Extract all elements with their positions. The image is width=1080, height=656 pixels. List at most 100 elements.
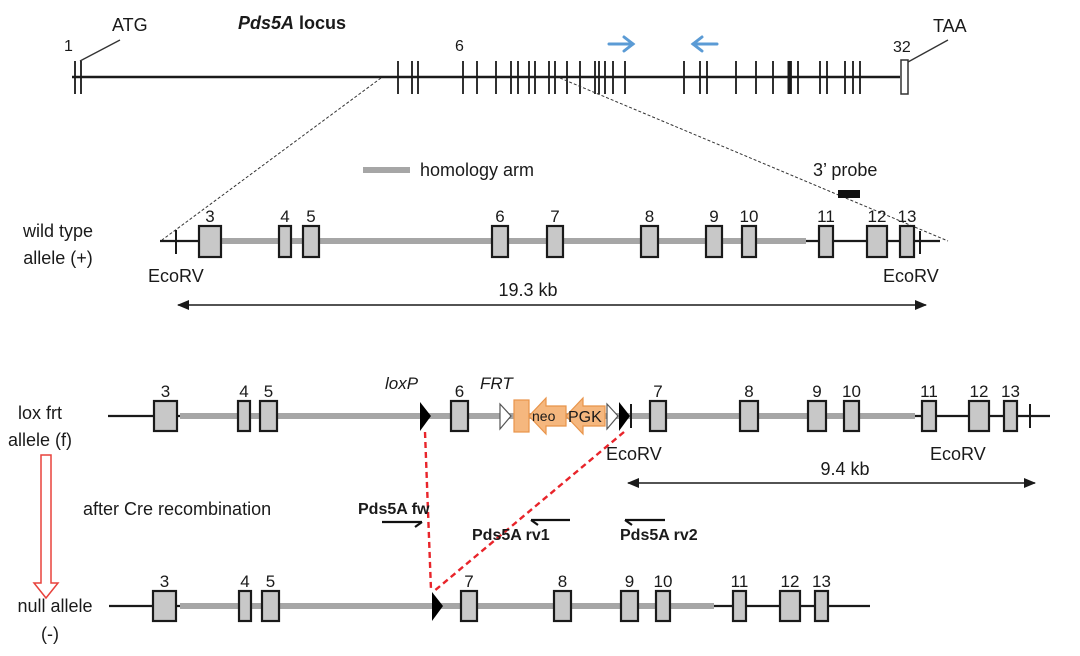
locus-title: Pds5A locus — [238, 13, 346, 33]
wt-ecorv-right: EcoRV — [883, 266, 939, 286]
null-label-2: (-) — [41, 624, 59, 644]
null-exon-4 — [237, 589, 253, 623]
null-exon-11 — [731, 589, 748, 623]
recombination-line-2 — [432, 431, 625, 593]
wt-exon-label-10: 10 — [740, 207, 759, 226]
flox-exon-8 — [738, 399, 760, 433]
primer-rv1-arrow — [530, 518, 570, 526]
null-exon-9 — [619, 589, 640, 623]
blue-forward-arrow — [607, 35, 636, 53]
loxp-label: loxP — [385, 374, 419, 393]
null-loxp-site — [432, 592, 443, 621]
null-exon-label-9: 9 — [625, 572, 634, 591]
wt-exon-label-8: 8 — [645, 207, 654, 226]
wt-exon-6 — [490, 224, 510, 259]
flox-exon-label-8: 8 — [744, 382, 753, 401]
zoom-line-left — [161, 77, 382, 241]
pgk-label: PGK — [568, 409, 602, 426]
flox-exon-10 — [842, 399, 861, 433]
primer-rv1-label: Pds5A rv1 — [472, 527, 550, 544]
null-exon-label-7: 7 — [464, 572, 473, 591]
lox-frt-label-2: allele (f) — [8, 430, 72, 450]
null-exon-5 — [260, 589, 281, 623]
wt-exon-8 — [639, 224, 660, 259]
null-exon-label-11: 11 — [731, 572, 749, 591]
frt-label: FRT — [480, 374, 514, 393]
wt-exon-label-12: 12 — [868, 207, 887, 226]
flox-exon-label-11: 11 — [920, 382, 938, 401]
flox-exon-label-10: 10 — [842, 382, 861, 401]
neo-label: neo — [532, 408, 556, 424]
flox-exon-7 — [648, 399, 668, 433]
flox-exon-label-3: 3 — [161, 382, 170, 401]
flox-exon-9 — [806, 399, 828, 433]
null-label-1: null allele — [17, 596, 92, 616]
flox-exon-label-4: 4 — [239, 382, 248, 401]
wt-exon-label-7: 7 — [550, 207, 559, 226]
flox-exon-label-6: 6 — [455, 382, 464, 401]
wild-type-label-2: allele (+) — [23, 248, 93, 268]
frt-site-2 — [606, 402, 619, 431]
start-codon-label: ATG — [112, 15, 148, 35]
wt-exon-label-6: 6 — [495, 207, 504, 226]
wt-exon-13 — [898, 224, 916, 259]
primer-rv2-label: Pds5A rv2 — [620, 527, 698, 544]
probe-label: 3’ probe — [813, 160, 877, 180]
loxp-site-1 — [420, 402, 431, 431]
exon-1-label: 1 — [64, 38, 73, 55]
primer-fw-arrow — [382, 520, 423, 528]
cassette-box — [513, 399, 530, 433]
null-exon-label-10: 10 — [654, 572, 673, 591]
flox-ecorv-left: EcoRV — [606, 444, 662, 464]
null-exon-label-8: 8 — [558, 572, 567, 591]
wt-exon-10 — [740, 224, 758, 259]
wt-exon-4 — [277, 224, 293, 259]
wt-exon-label-3: 3 — [205, 207, 214, 226]
flox-exon-6 — [449, 399, 470, 433]
flox-exon-3 — [152, 399, 179, 433]
cre-down-arrow — [32, 454, 60, 600]
flox-exon-12 — [967, 399, 991, 433]
atg-pointer — [79, 39, 121, 62]
flox-exon-label-9: 9 — [812, 382, 821, 401]
null-exon-12 — [778, 589, 802, 623]
exon-6-label: 6 — [455, 38, 464, 55]
wt-ecorv-left: EcoRV — [148, 266, 204, 286]
null-exon-label-13: 13 — [812, 572, 831, 591]
wt-exon-11 — [817, 224, 835, 259]
loxp-site-2 — [619, 402, 630, 431]
zoom-line-right — [559, 77, 949, 242]
blue-reverse-arrow — [690, 35, 719, 53]
lox-frt-label-1: lox frt — [18, 403, 62, 423]
legend: homology arm 3’ probe — [363, 160, 877, 198]
flox-fragment-size: 9.4 kb — [820, 459, 869, 479]
wt-exon-3 — [197, 224, 223, 259]
null-exon-label-3: 3 — [160, 572, 169, 591]
flox-exon-label-13: 13 — [1001, 382, 1020, 401]
null-exon-label-4: 4 — [240, 572, 249, 591]
flox-exon-label-7: 7 — [653, 382, 662, 401]
frt-site-1 — [499, 402, 512, 431]
wt-exon-12 — [865, 224, 889, 259]
null-exon-label-5: 5 — [266, 572, 275, 591]
exon-32-label: 32 — [893, 39, 911, 56]
wt-exon-label-5: 5 — [306, 207, 315, 226]
stop-codon-label: TAA — [933, 16, 967, 36]
flox-exon-4 — [236, 399, 252, 433]
taa-pointer — [907, 39, 949, 63]
flox-ecorv-right: EcoRV — [930, 444, 986, 464]
flox-exon-13 — [1002, 399, 1019, 433]
null-exon-10 — [654, 589, 672, 623]
wt-exon-9 — [704, 224, 724, 259]
null-exon-3 — [151, 589, 178, 623]
wild-type-label-1: wild type — [22, 221, 93, 241]
primer-rv2-arrow — [624, 518, 665, 526]
wt-exon-label-13: 13 — [898, 207, 917, 226]
wt-exon-5 — [301, 224, 321, 259]
